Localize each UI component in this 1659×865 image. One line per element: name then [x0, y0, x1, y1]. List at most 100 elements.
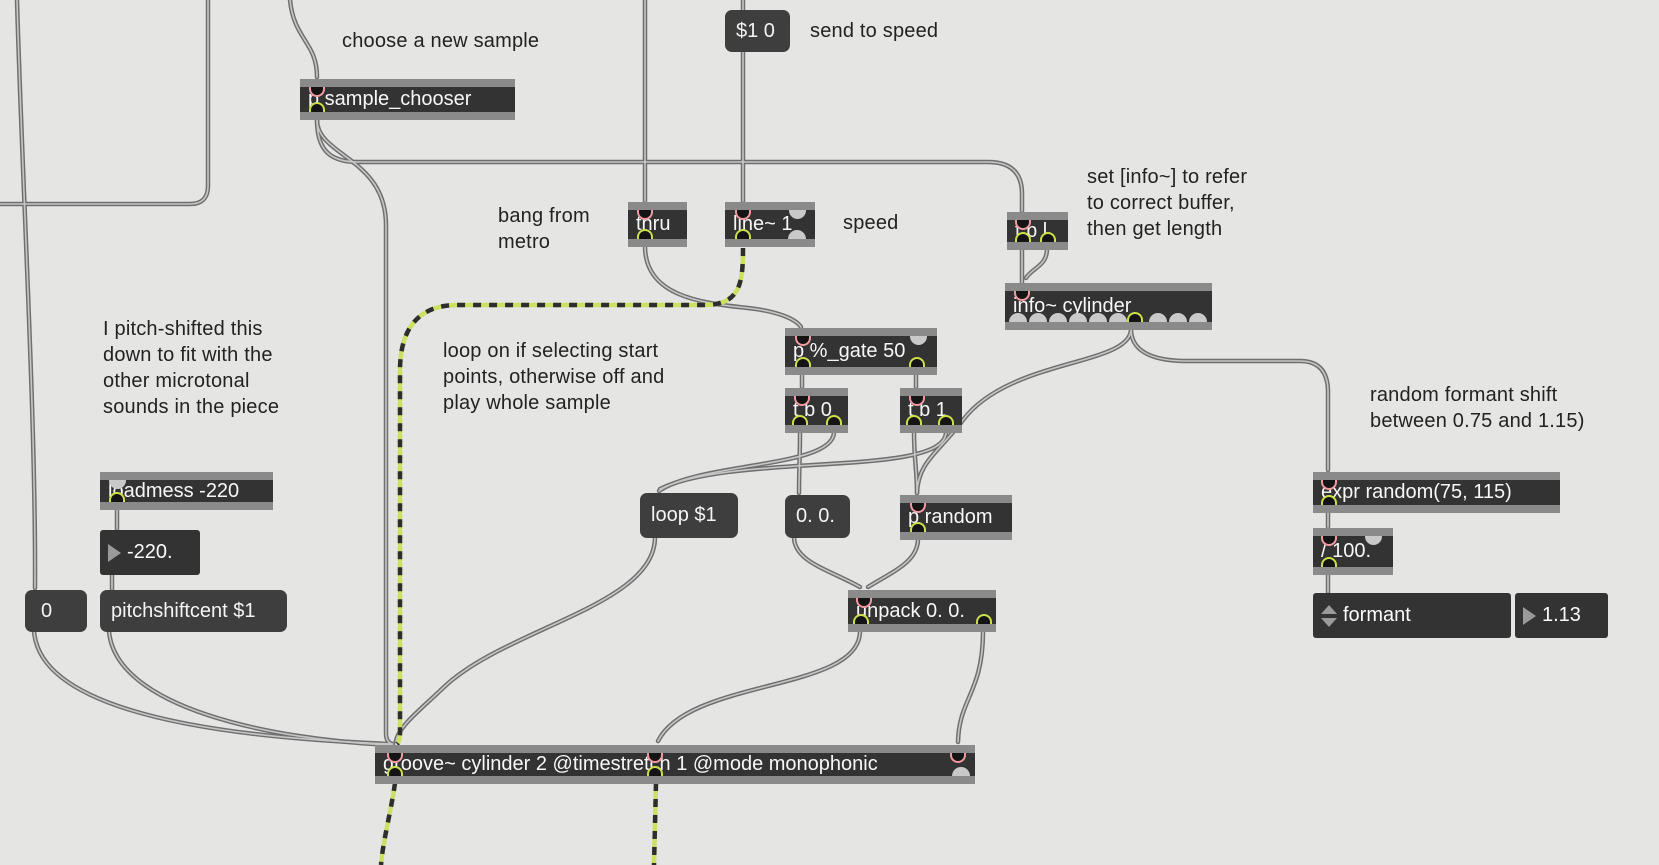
outlet-unconnected[interactable] — [952, 767, 970, 776]
object-divide-100[interactable]: / 100. — [1313, 528, 1393, 575]
message-text: 0. 0. — [796, 505, 835, 527]
outlet[interactable] — [1321, 495, 1337, 505]
object-t-b-l[interactable]: t b l — [1007, 212, 1068, 250]
patch-cord[interactable] — [657, 429, 949, 492]
inlet[interactable] — [909, 396, 925, 406]
outlet[interactable] — [309, 102, 325, 112]
inlet[interactable] — [387, 753, 403, 763]
object-unpack[interactable]: unpack 0. 0. — [848, 590, 996, 632]
outlet-unconnected[interactable] — [1169, 313, 1187, 322]
patch-cord[interactable] — [1128, 326, 1331, 473]
object-thru[interactable]: thru — [628, 202, 687, 247]
inlet[interactable] — [1014, 291, 1030, 301]
comment-send-to-speed: send to speed — [810, 20, 939, 42]
comment-choose-sample: choose a new sample — [342, 30, 540, 52]
outlet[interactable] — [792, 415, 808, 425]
patch-cord[interactable] — [0, 0, 211, 207]
formant-menu[interactable]: formant — [1313, 593, 1511, 638]
cord-highlights — [0, 0, 1329, 746]
signal-patch-cord[interactable] — [378, 782, 398, 865]
inlet-unconnected[interactable] — [109, 480, 126, 489]
menu-selected-label: formant — [1343, 604, 1411, 626]
inlet[interactable] — [735, 210, 751, 220]
object-t-b-1[interactable]: t b 1 — [900, 388, 962, 433]
signal-outlet[interactable] — [387, 766, 403, 776]
object-line[interactable]: line~ 1 — [725, 202, 815, 247]
outlet-unconnected[interactable] — [1189, 313, 1207, 322]
message-dollar1-0[interactable]: $1 0 — [725, 10, 790, 52]
inlet[interactable] — [1015, 220, 1031, 230]
inlet[interactable] — [309, 87, 325, 97]
object-info-cylinder[interactable]: info~ cylinder — [1005, 283, 1212, 330]
inlet-unconnected[interactable] — [910, 336, 927, 345]
object-text: loadmess -220 — [108, 479, 240, 502]
patch-cord[interactable] — [106, 628, 395, 748]
inlet-unconnected[interactable] — [1365, 536, 1382, 545]
patch-cord[interactable] — [865, 536, 921, 590]
patch-cord[interactable] — [31, 628, 394, 747]
outlet-unconnected[interactable] — [1009, 313, 1027, 322]
object-groove[interactable]: groove~ cylinder 2 @timestretch 1 @mode … — [375, 745, 975, 784]
inlet[interactable] — [637, 210, 653, 220]
comment-set-info: set [info~] to refer to correct buffer, … — [1087, 166, 1248, 240]
object-text: p sample_chooser — [308, 88, 472, 110]
signal-outlet[interactable] — [735, 229, 751, 239]
comment-loop-on: loop on if selecting start points, other… — [443, 340, 665, 414]
inlet[interactable] — [1321, 480, 1337, 490]
object-loadmess[interactable]: loadmess -220 — [100, 472, 273, 510]
patch-cord[interactable] — [642, 243, 804, 330]
length-outlet[interactable] — [1127, 312, 1143, 322]
patch-cord[interactable] — [955, 628, 986, 745]
outlet-unconnected[interactable] — [788, 230, 806, 239]
patch-cord[interactable] — [393, 534, 658, 744]
outlet[interactable] — [1015, 232, 1031, 242]
message-loop[interactable]: loop $1 — [640, 493, 738, 538]
menu-arrows-icon — [1321, 604, 1337, 627]
inlet[interactable] — [910, 503, 926, 513]
object-percent-gate[interactable]: p %_gate 50 — [785, 328, 937, 375]
outlet-2[interactable] — [976, 614, 992, 624]
inlet[interactable] — [795, 336, 811, 346]
outlet-unconnected[interactable] — [1029, 313, 1047, 322]
inlet-3[interactable] — [950, 753, 966, 763]
comment-speed: speed — [843, 212, 899, 234]
outlet-unconnected[interactable] — [1109, 313, 1127, 322]
patch-cord[interactable] — [314, 117, 1025, 214]
inlet-2[interactable] — [647, 753, 663, 763]
inlet[interactable] — [1321, 536, 1337, 546]
outlet-2[interactable] — [938, 415, 954, 425]
outlet[interactable] — [795, 357, 811, 367]
object-expr-random[interactable]: expr random(75, 115) — [1313, 472, 1560, 513]
outlet[interactable] — [637, 229, 653, 239]
outlet-2[interactable] — [826, 415, 842, 425]
signal-patch-cord[interactable] — [395, 247, 746, 746]
outlet[interactable] — [853, 614, 869, 624]
message-0-0[interactable]: 0. 0. — [785, 495, 850, 538]
outlet-unconnected[interactable] — [1049, 313, 1067, 322]
message-pitchshiftcent[interactable]: pitchshiftcent $1 — [100, 590, 287, 632]
patch-cord[interactable] — [314, 117, 396, 747]
number-box-cents[interactable]: -220. — [100, 530, 200, 575]
object-p-sample-chooser[interactable]: p sample_chooser — [300, 79, 515, 120]
outlet-2[interactable] — [909, 357, 925, 367]
outlet-unconnected[interactable] — [1149, 313, 1167, 322]
inlet[interactable] — [856, 598, 872, 608]
patch-cord[interactable] — [791, 534, 863, 590]
number-box-formant-value[interactable]: 1.13 — [1515, 593, 1608, 638]
signal-outlet-2[interactable] — [647, 766, 663, 776]
object-p-random[interactable]: p random — [900, 495, 1012, 540]
outlet[interactable] — [906, 415, 922, 425]
inlet-unconnected[interactable] — [789, 210, 806, 219]
message-0[interactable]: 0 — [25, 590, 87, 632]
outlet-2[interactable] — [1040, 232, 1056, 242]
outlet[interactable] — [1321, 557, 1337, 567]
outlet[interactable] — [109, 492, 125, 502]
outlet-unconnected[interactable] — [1089, 313, 1107, 322]
outlet[interactable] — [910, 522, 926, 532]
inlet[interactable] — [794, 396, 810, 406]
object-text: groove~ cylinder 2 @timestretch 1 @mode … — [383, 753, 878, 775]
object-t-b-0[interactable]: t b 0 — [785, 388, 848, 433]
comment-bang-from-metro: bang from metro — [498, 205, 590, 253]
patch-cord[interactable] — [655, 628, 863, 744]
outlet-unconnected[interactable] — [1069, 313, 1087, 322]
